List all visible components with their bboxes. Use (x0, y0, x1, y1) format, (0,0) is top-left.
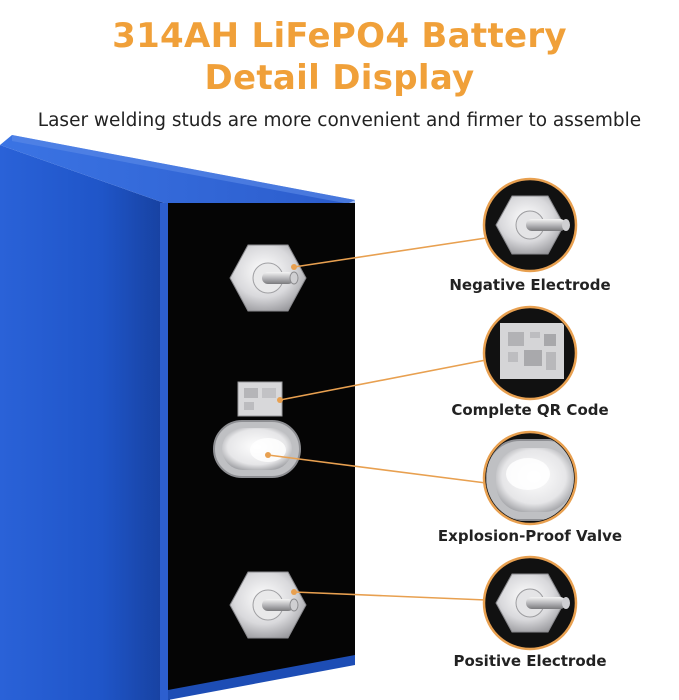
qr-code-patch (237, 381, 283, 417)
negative-electrode-label: Negative Electrode (449, 276, 611, 294)
positive-terminal (229, 571, 307, 639)
callout-positive-electrode-icon (482, 555, 578, 651)
explosion-proof-valve (213, 420, 301, 478)
callout-valve-icon (482, 430, 578, 526)
negative-terminal (229, 244, 307, 312)
positive-electrode-label: Positive Electrode (453, 652, 607, 670)
page-subtitle: Laser welding studs are more convenient … (37, 110, 642, 131)
explosion-proof-valve-label: Explosion-Proof Valve (437, 527, 623, 545)
qr-code-label: Complete QR Code (451, 401, 609, 419)
battery-cell (0, 135, 355, 700)
page-title-line-2: Detail Display (204, 58, 475, 98)
callout-negative-electrode-icon (482, 177, 578, 273)
callout-connectors (267, 237, 487, 601)
page-title: 314AH LiFePO4 Battery (112, 16, 567, 56)
callout-qr-code-icon (482, 305, 578, 401)
